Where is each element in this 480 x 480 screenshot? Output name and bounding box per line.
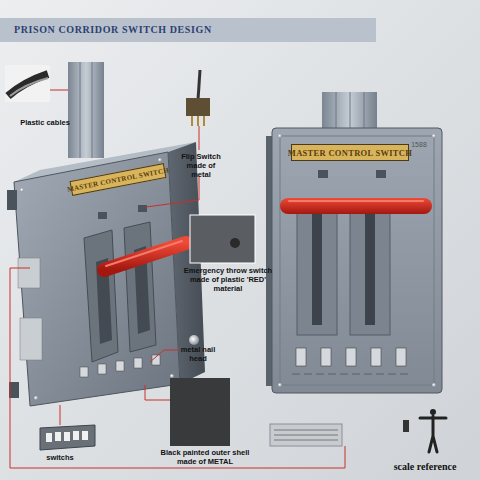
toggle-switch: [134, 358, 142, 368]
toggle-switch: [80, 367, 88, 377]
fine-print: [274, 440, 338, 441]
nail-head-sample: [189, 335, 199, 345]
switch-key: [55, 432, 61, 441]
toggle-switch: [116, 361, 124, 371]
scale-switch: [403, 420, 409, 432]
lever-blade: [365, 205, 375, 325]
socket: [230, 238, 240, 248]
nail-head: [432, 134, 436, 138]
flip-switch: [376, 170, 386, 178]
panel-border: [280, 136, 434, 385]
leader-line: [199, 126, 200, 150]
toggle-switch: [296, 348, 306, 366]
flip-switch: [318, 170, 328, 178]
diagram-title: PRISON CORRIDOR SWITCH DESIGN: [14, 24, 212, 35]
switch-key: [46, 433, 52, 442]
callout-label: Emergency throw switch made of plastic '…: [176, 266, 280, 293]
flip-switch: [138, 205, 147, 212]
fine-print: [292, 374, 412, 375]
name-plate: MASTER CONTROL SWITCH: [291, 144, 409, 161]
plate-text: MASTER CONTROL SWITCH: [288, 148, 412, 158]
fine-print: [274, 430, 338, 431]
flip-switch-photo: [186, 98, 210, 116]
emergency-switch-photo: [190, 215, 255, 263]
callout-label: switchs: [38, 453, 82, 462]
cable-conduit: [322, 92, 377, 132]
toggle-lever: [198, 70, 200, 100]
leader-line: [60, 405, 61, 425]
switch-pin: [203, 116, 205, 126]
callout-label: scale reference: [380, 461, 470, 473]
switch-pin: [197, 116, 199, 126]
callout-label: 1588: [404, 141, 434, 149]
housing-front: [272, 128, 442, 393]
human-figure: [420, 416, 446, 452]
leader-line: [50, 90, 68, 91]
switch-key: [64, 432, 70, 441]
callout-label: metal nail head: [176, 345, 220, 363]
switch-key: [82, 431, 88, 440]
nail-head: [278, 383, 282, 387]
nail-head: [278, 134, 282, 138]
switch-bank: [40, 425, 95, 450]
leader-line: [145, 385, 170, 400]
cable: [8, 74, 48, 96]
shell-swatch: [170, 378, 230, 446]
title-band: [0, 18, 376, 42]
lever-slot: [124, 222, 156, 352]
toggle-switch: [346, 348, 356, 366]
conduit-groove: [336, 92, 337, 132]
figure-head: [430, 409, 436, 415]
cable-conduit: [68, 62, 104, 158]
warning-sticker: [18, 258, 40, 288]
red-throw-handle: [104, 243, 186, 270]
toggle-switch: [98, 364, 106, 374]
toggle-switch: [371, 348, 381, 366]
toggle-switch: [396, 348, 406, 366]
fine-print: [274, 435, 338, 436]
conduit-groove: [350, 92, 351, 132]
handle-highlight: [288, 200, 424, 202]
toggle-switch: [321, 348, 331, 366]
housing-front: [14, 152, 180, 406]
nail-head: [34, 396, 38, 400]
conduit-groove: [80, 62, 81, 158]
lever-slot: [84, 230, 118, 362]
red-knob: [200, 229, 226, 238]
leader-line: [10, 268, 345, 468]
switch-pin: [191, 116, 193, 126]
conduit-groove: [92, 62, 93, 158]
nail-head: [170, 374, 174, 378]
nail-head: [158, 158, 162, 162]
warning-sticker: [20, 318, 42, 360]
lever-blade: [312, 205, 322, 325]
leader-line: [150, 350, 178, 362]
leader-line: [146, 176, 199, 207]
switch-key: [73, 431, 79, 440]
handle-highlight: [106, 241, 182, 266]
conduit-groove: [364, 92, 365, 132]
callout-label: Flip Switch made of metal: [176, 152, 226, 179]
red-throw-handle: [280, 198, 432, 214]
callout-label: Plastic cables: [10, 118, 80, 127]
spec-label: [270, 424, 342, 446]
nail-head: [20, 188, 24, 192]
callout-label: Black painted outer shell made of METAL: [150, 448, 260, 466]
cable-strand: [10, 78, 48, 96]
nail-head: [432, 383, 436, 387]
hinge: [7, 190, 17, 210]
flip-switch: [98, 212, 107, 219]
cable-photo: [5, 65, 50, 102]
